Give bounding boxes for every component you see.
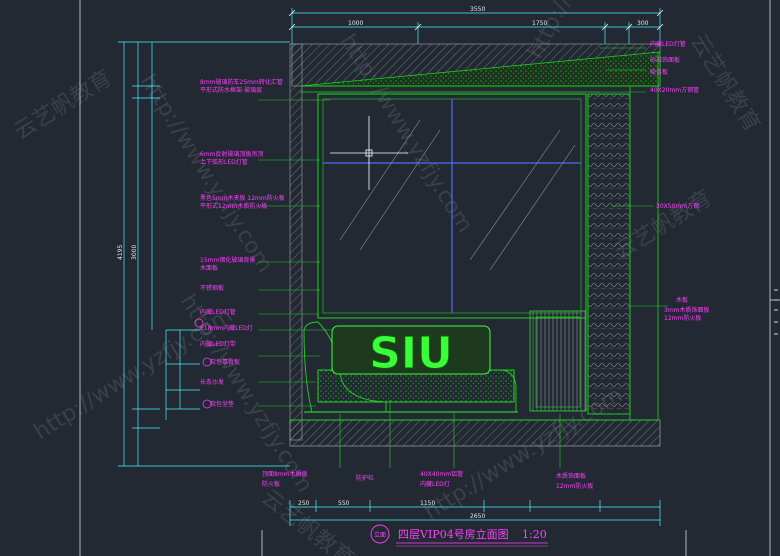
- dimension-overall-height: 4195: [117, 245, 124, 260]
- bottom-annotations: 顶面8mm木质板 防火板 防护栏 40X40mm铝管 内藏LED灯 木质饰面板 …: [262, 470, 593, 490]
- annotation-left: 内藏LED灯管: [200, 308, 236, 316]
- floor-slab: [289, 419, 661, 447]
- annotation-right: 30X50mm方钢: [656, 202, 699, 210]
- annotation-left: 上下弧形LED灯管: [200, 158, 248, 166]
- annotation-left: 软包靠背板: [210, 358, 240, 366]
- neon-sign: SIU: [331, 325, 491, 380]
- side-cabinet: [529, 310, 587, 412]
- wood-column: [587, 52, 659, 420]
- annotation-left: 8mm玻璃防车25mm转化汇管: [200, 78, 283, 86]
- crosshair-cursor: [330, 116, 408, 190]
- annotation-right: 内藏LED灯管: [650, 40, 686, 48]
- dimension-top-segment: 300: [637, 20, 649, 27]
- sheet-border-ticks: [774, 289, 778, 335]
- top-dimension-chain: [288, 8, 664, 44]
- annotation-left: 木面板: [200, 264, 218, 272]
- right-annotations: 内藏LED灯管 砂岩饰面板 吸音板 40X20mm方钢管 30X50mm方钢 木…: [650, 40, 710, 322]
- annotation-right: 砂岩饰面板: [650, 56, 680, 64]
- annotation-left: E18mm内藏LED灯: [200, 324, 253, 332]
- sofa: [303, 321, 518, 413]
- annotation-bottom: 内藏LED灯: [420, 480, 450, 488]
- annotation-left: 平形式防水框架-玻璃层: [200, 86, 262, 94]
- left-annotations: 8mm玻璃防车25mm转化汇管 平形式防水框架-玻璃层 6mm反射玻璃顶板吊顶 …: [200, 78, 285, 408]
- drawing-title-block: 立面 四层VIP04号房立面图 1:20: [370, 524, 548, 547]
- annotation-left: 平形式12mm木质防火板: [200, 202, 267, 210]
- ceiling-section: [289, 43, 661, 441]
- dimension-top-segment: 1750: [532, 20, 547, 27]
- title-badge-icon: [370, 524, 390, 544]
- title-badge-text: 立面: [374, 531, 386, 539]
- annotation-right: 3mm木质饰面板: [664, 306, 710, 314]
- annotation-left: 6mm反射玻璃顶板吊顶: [200, 150, 264, 158]
- annotation-right: 12mm防火板: [664, 314, 701, 322]
- annotation-right: 40X20mm方钢管: [650, 86, 699, 94]
- neon-sign-text: SIU: [369, 328, 453, 379]
- annotation-left: 不锈钢板: [200, 284, 224, 292]
- annotation-right: 吸音板: [650, 68, 668, 76]
- section-marker-icon: [194, 318, 204, 328]
- dimension-bottom-segment: 1150: [420, 500, 435, 507]
- dimension-bottom-overall: 2650: [470, 513, 485, 520]
- dimension-top-segment: 1000: [348, 20, 363, 27]
- watermark-text: 云艺帆教育: [10, 66, 117, 146]
- dimension-overall-width: 3550: [470, 6, 485, 13]
- dimension-bottom-segment: 250: [298, 500, 310, 507]
- glass-window: [317, 93, 587, 319]
- annotation-bottom: 防护栏: [356, 474, 374, 482]
- drawing-title: 四层VIP04号房立面图: [398, 527, 509, 541]
- drawing-scale: 1:20: [522, 528, 547, 541]
- section-marker-icon: [202, 357, 212, 367]
- bottom-dimension-chain: [289, 500, 661, 526]
- dimension-height-segment: 3000: [131, 245, 138, 260]
- annotation-bottom: 顶面8mm木质板: [262, 470, 308, 478]
- annotation-left: 软包坐垫: [210, 400, 234, 408]
- watermark-text: 云艺帆教育: [256, 485, 358, 556]
- leader-lines: [258, 47, 668, 468]
- annotation-right: 木板: [676, 296, 688, 304]
- drawing-frame: [79, 0, 780, 556]
- watermark-text: 云艺帆教育: [685, 30, 765, 137]
- left-dimension-chain: [118, 41, 290, 467]
- dimension-bottom-segment: 550: [338, 500, 350, 507]
- annotation-bottom: 木质饰面板: [556, 472, 586, 480]
- annotation-left: 长条沙发: [200, 378, 224, 386]
- watermark-text: http://www.yzfjy.com: [135, 70, 277, 277]
- annotation-left: 黑色5mm木夹板 12mm防火板: [200, 194, 285, 202]
- annotation-bottom: 12mm防火板: [556, 482, 593, 490]
- section-markers: [194, 318, 212, 409]
- annotation-bottom: 防火板: [262, 480, 280, 488]
- annotation-left: 内藏LED灯带: [200, 340, 236, 348]
- annotation-bottom: 40X40mm铝管: [420, 470, 463, 478]
- annotation-left: 15mm钢化玻璃背景: [200, 256, 255, 264]
- section-marker-icon: [202, 399, 212, 409]
